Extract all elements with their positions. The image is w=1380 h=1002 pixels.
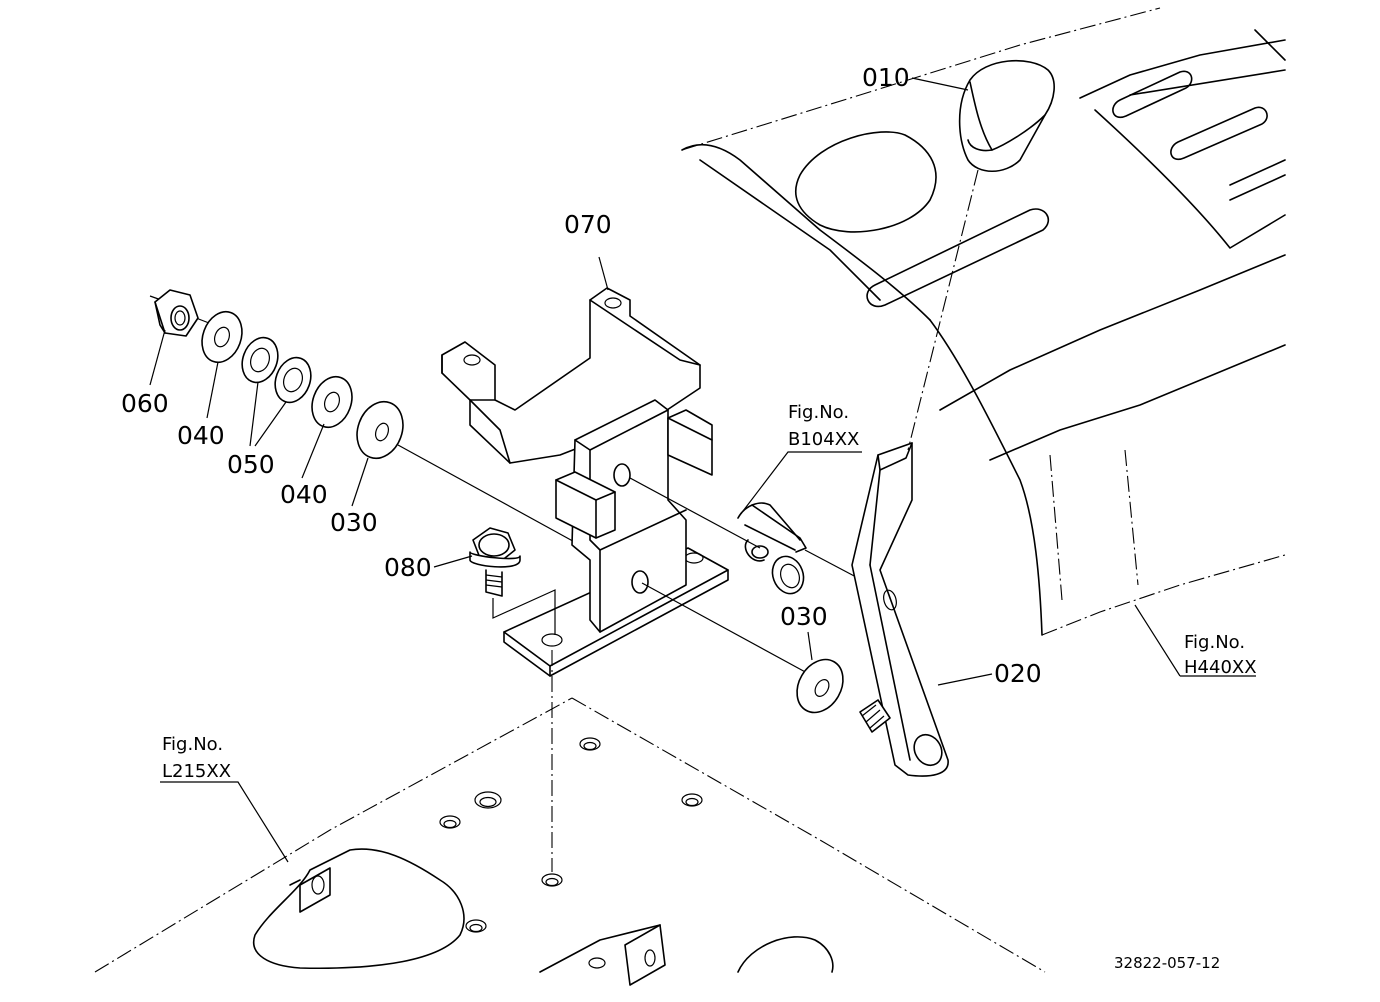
label-fig-b104-code: B104XX (788, 429, 859, 450)
frame-panel (94, 697, 1046, 986)
knob-010 (958, 59, 1055, 172)
fender-panel (681, 7, 1286, 636)
drawing-code: 32822-057-12 (1114, 954, 1220, 972)
label-fig-l215-prefix: Fig.No. (162, 734, 223, 755)
washer-040-b (311, 375, 353, 429)
lever-020 (851, 442, 949, 777)
nut-060 (154, 289, 199, 337)
washer-050-b (274, 356, 312, 404)
assembly-line (641, 582, 821, 681)
knob-axis (907, 169, 979, 451)
label-part-060: 060 (121, 389, 169, 418)
frame-holes (439, 737, 703, 969)
label-fig-h440-code: H440XX (1184, 657, 1257, 678)
label-part-040-left: 040 (177, 421, 225, 450)
label-part-010: 010 (862, 63, 910, 92)
label-fig-h440-prefix: Fig.No. (1184, 632, 1245, 653)
label-part-030-upper: 030 (330, 508, 378, 537)
label-part-040-right: 040 (280, 480, 328, 509)
label-part-030-lower: 030 (780, 602, 828, 631)
washer-050-a (241, 336, 279, 384)
leader-lines (149, 77, 1256, 863)
pin-clip (737, 502, 859, 595)
mount-bracket (503, 399, 729, 677)
label-fig-l215-code: L215XX (162, 761, 231, 782)
bolt-080 (469, 527, 556, 635)
washer-040-a (201, 310, 243, 364)
label-part-080: 080 (384, 553, 432, 582)
label-part-050: 050 (227, 450, 275, 479)
label-part-070: 070 (564, 210, 612, 239)
washer-030-a (356, 400, 404, 460)
washer-stack (149, 289, 581, 546)
washer-030-b (796, 658, 844, 714)
label-fig-b104-prefix: Fig.No. (788, 402, 849, 423)
label-part-020: 020 (994, 659, 1042, 688)
